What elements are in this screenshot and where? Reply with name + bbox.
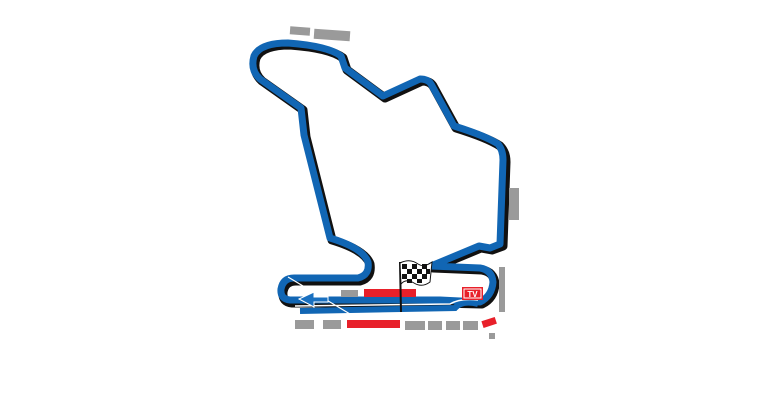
tv-label: TV <box>467 290 478 299</box>
grandstand <box>463 321 478 330</box>
direction-arrow-icon <box>297 291 329 308</box>
premium-grandstand <box>364 289 416 297</box>
grandstand <box>323 320 341 329</box>
grandstand <box>341 290 358 297</box>
grandstand <box>489 333 495 339</box>
premium-grandstand <box>347 320 400 328</box>
grandstand <box>499 267 505 312</box>
pit-lane <box>299 299 479 314</box>
pit-entry-line <box>287 276 351 315</box>
tv-compound-marker: TV <box>462 287 483 300</box>
premium-grandstand <box>481 316 497 328</box>
grandstand <box>313 28 351 42</box>
checkered-flag-icon <box>399 260 433 313</box>
grandstand <box>295 320 314 329</box>
grandstand <box>428 321 442 330</box>
grandstand <box>446 321 460 330</box>
grandstand <box>509 188 519 220</box>
track <box>249 39 507 306</box>
grandstand <box>405 321 425 330</box>
grandstand <box>289 26 311 36</box>
